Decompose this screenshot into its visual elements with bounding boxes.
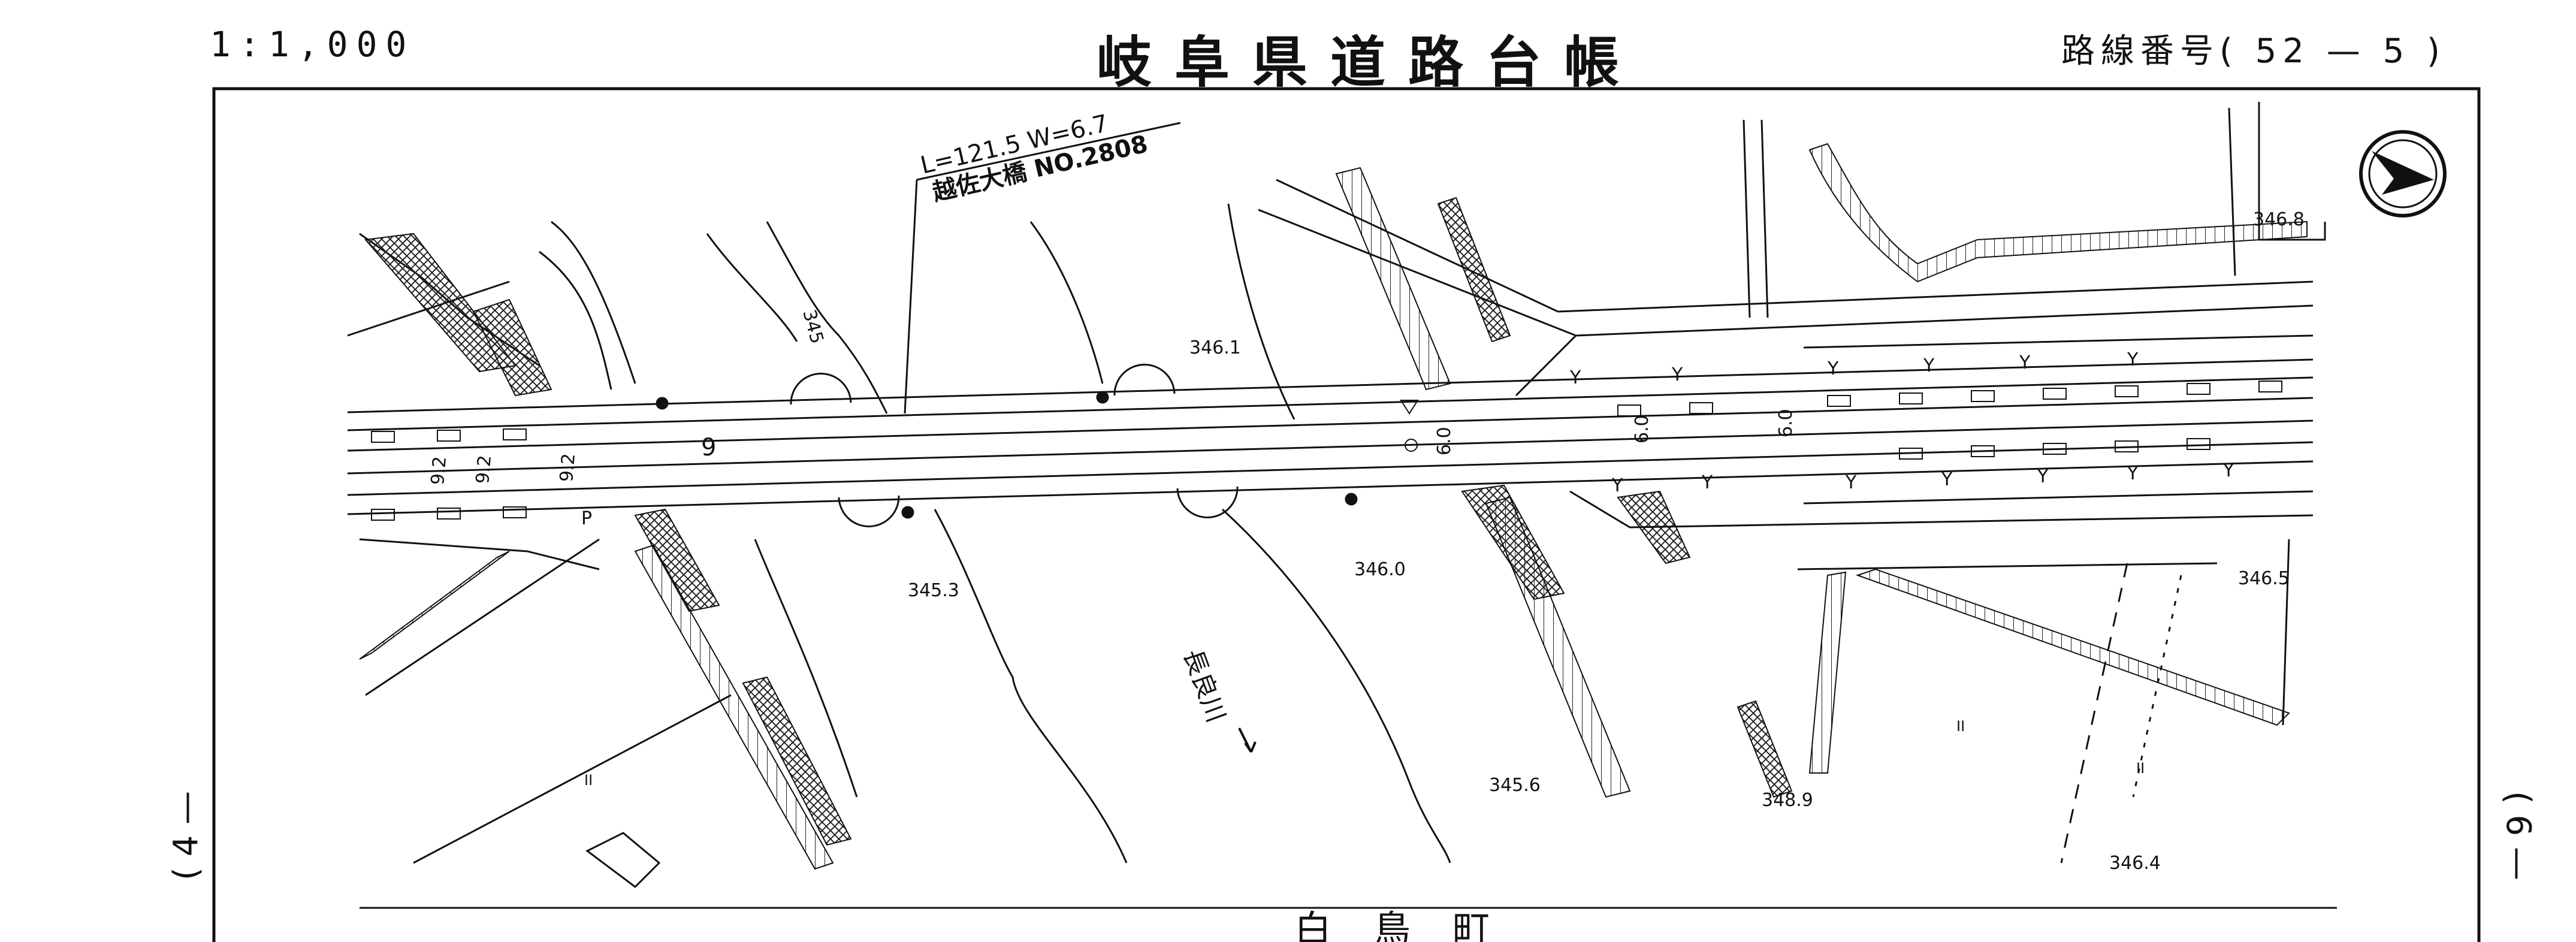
land-symbol: II: [584, 772, 593, 789]
route-a: 52: [2255, 32, 2310, 71]
route-b: 5: [2382, 32, 2411, 71]
land-symbol: II: [1956, 718, 1965, 735]
tree-symbol: Y: [2019, 352, 2031, 373]
tree-symbol: Y: [1845, 472, 1857, 493]
river-banks: [706, 203, 1451, 864]
spot-height: 348.9: [1762, 790, 1813, 811]
tree-symbol: Y: [1827, 358, 1839, 379]
spot-height: 346.8: [2253, 209, 2305, 230]
retaining-walls: [359, 143, 2308, 870]
right-page-ref: ( 6 —: [2499, 791, 2538, 881]
width-right-1: 6.0: [1632, 415, 1653, 443]
spot-heights: 346.1 345.3 346.0 345.6 346.8 346.5 348.…: [908, 209, 2305, 874]
tree-symbol: Y: [1569, 367, 1581, 388]
contour-label: 345: [798, 307, 828, 346]
width-mid: 6.0: [1434, 427, 1455, 455]
route-suffix: ): [2427, 32, 2446, 71]
tree-symbol: Y: [2037, 466, 2049, 487]
tree-symbol: Y: [1941, 469, 1953, 490]
spot-height: 345.6: [1489, 775, 1541, 796]
land-symbol: II: [2136, 760, 2145, 777]
river-name: 長良川: [1178, 645, 1231, 726]
route-sep: —: [2326, 32, 2366, 71]
tree-symbol: Y: [2127, 463, 2139, 484]
map-frame: [212, 87, 2481, 942]
bridge-piers: [656, 363, 1358, 528]
width-right-2: 6.0: [1775, 409, 1796, 437]
right-roads: [1258, 102, 2326, 864]
width-left-1: 9.2: [427, 455, 451, 486]
flow-arrow-icon: [1238, 727, 1257, 753]
tree-symbol: Y: [1671, 364, 1683, 385]
tree-symbol: Y: [1611, 475, 1623, 496]
north-arrow-icon: [2359, 130, 2447, 218]
station-label: 9: [701, 434, 716, 461]
tree-symbol: Y: [2127, 349, 2139, 370]
width-left-3: 9.2: [556, 452, 579, 483]
road-markers: [371, 381, 2282, 521]
tree-symbols: Y Y Y Y Y Y Y Y Y Y Y Y Y: [1569, 349, 2234, 496]
tree-symbol: Y: [1701, 472, 1713, 493]
spot-height: 346.5: [2238, 568, 2290, 589]
main-road: [347, 358, 2314, 515]
spot-height: 345.3: [908, 580, 959, 601]
tree-symbol: Y: [1923, 355, 1935, 376]
town-name: 白鳥町: [1294, 907, 1532, 942]
page-title: 岐阜県道路台帳: [1097, 31, 1642, 95]
route-number: 路線番号( 52 — 5 ): [2061, 24, 2446, 73]
tree-symbol: Y: [2222, 460, 2234, 481]
spot-height: 346.0: [1354, 559, 1406, 580]
width-left-2: 9.2: [472, 454, 496, 485]
parking-label: P: [581, 508, 592, 529]
bridge-label-group: L=121.5 W=6.7 越佐大橋 NO.2808: [904, 110, 1181, 414]
route-prefix: 路線番号(: [2061, 32, 2239, 71]
scale-label: 1:1,000: [210, 24, 415, 65]
spot-height: 346.4: [2109, 853, 2161, 874]
spot-height: 346.1: [1189, 337, 1241, 358]
